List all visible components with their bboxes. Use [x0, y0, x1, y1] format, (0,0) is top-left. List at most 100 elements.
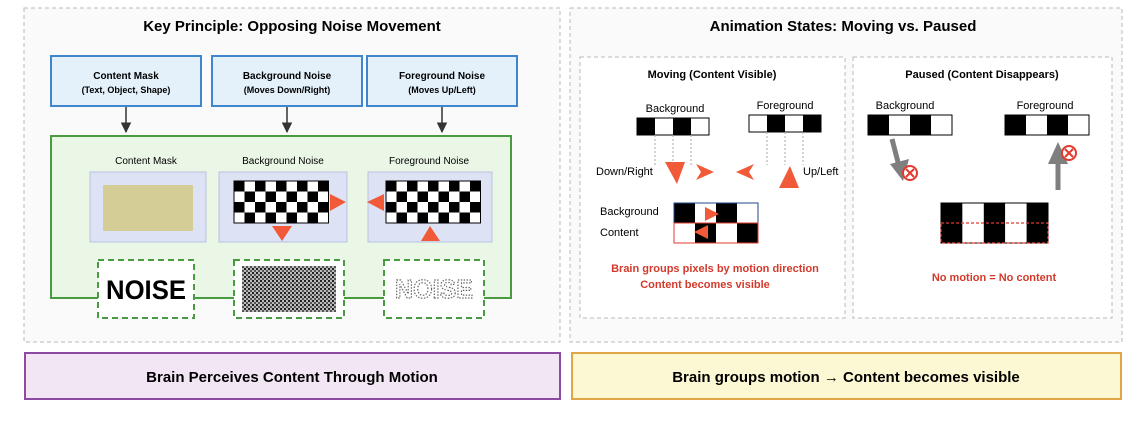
- checker-cell: [307, 202, 318, 213]
- strip-cell: [673, 118, 691, 135]
- checker-cell: [417, 181, 428, 192]
- moving-background-label: Background: [646, 103, 705, 115]
- row-background-label: Background: [600, 206, 659, 218]
- checker-cell: [386, 202, 397, 213]
- foreground-noise-box-subtitle: (Moves Up/Left): [408, 85, 476, 95]
- up-arrow-icon: [779, 166, 799, 188]
- paused-up-arrow-icon: [1048, 142, 1068, 164]
- checker-border: [233, 180, 329, 224]
- background-noise-box: [211, 55, 363, 107]
- checker-cell: [386, 181, 397, 192]
- checker-cell: [297, 181, 308, 192]
- content-mask-box: [50, 55, 202, 107]
- blocked-icon-fg: [1061, 145, 1077, 161]
- checker-cell: [470, 191, 481, 202]
- paused-bg-strip: [867, 114, 953, 136]
- checker-cell: [297, 202, 308, 213]
- checker-cell: [449, 191, 460, 202]
- strip-cell: [1026, 115, 1047, 135]
- left-panel: Key Principle: Opposing Noise Movement C…: [23, 7, 561, 343]
- checker-cell: [386, 212, 397, 223]
- checker-cell: [386, 191, 397, 202]
- checker-cell: [265, 212, 276, 223]
- inner-label-mask: Content Mask: [115, 156, 178, 167]
- paused-caption: No motion = No content: [932, 272, 1057, 284]
- checker-cell: [265, 181, 276, 192]
- up-left-label: Up/Left: [803, 166, 838, 178]
- inner-label-fg: Foreground Noise: [389, 156, 469, 167]
- fg-left-arrow-icon: [367, 194, 384, 211]
- strip-cell: [655, 118, 673, 135]
- checker-cell: [286, 181, 297, 192]
- checker-cell: [265, 202, 276, 213]
- row-content-label: Content: [600, 227, 639, 239]
- checker-cell: [396, 202, 407, 213]
- down-right-label: Down/Right: [596, 166, 653, 178]
- paused-subpanel: [852, 56, 1113, 319]
- paused-down-arrow-shaft: [889, 138, 902, 167]
- checker-cell: [449, 181, 460, 192]
- row-bg-strip: [673, 202, 759, 224]
- dotted-noise-text: NOISE: [395, 274, 473, 304]
- paused-background-label: Background: [876, 100, 935, 112]
- strip-cell: [749, 115, 767, 132]
- footer-left-text: Brain Perceives Content Through Motion: [146, 369, 438, 386]
- strip-cell: [983, 203, 1006, 243]
- checker-cell: [428, 191, 439, 202]
- strip-cell: [674, 223, 695, 243]
- moving-dotted-guides: [654, 132, 804, 165]
- inner-label-bg: Background Noise: [242, 156, 324, 167]
- strip-cell: [910, 115, 931, 135]
- blocked-icon-bg: [902, 165, 918, 181]
- paused-fg-strip: [1004, 114, 1090, 136]
- left-arrow-icon: [736, 164, 754, 180]
- row-content-arrow-icon: [694, 225, 708, 239]
- checker-cell: [286, 212, 297, 223]
- checker-cell: [470, 181, 481, 192]
- mask-shape: [103, 185, 193, 231]
- checker-cell: [407, 202, 418, 213]
- dotted-noise-box: [383, 259, 485, 319]
- strip-border: [1004, 114, 1090, 136]
- content-mask-box-subtitle: (Text, Object, Shape): [82, 85, 171, 95]
- checker-cell: [255, 181, 266, 192]
- strip-cell: [803, 115, 821, 132]
- checker-cell: [307, 212, 318, 223]
- checker-cell: [407, 212, 418, 223]
- checker-cell: [255, 212, 266, 223]
- checker-cell: [244, 181, 255, 192]
- static-noise-fill: [242, 266, 336, 312]
- checker-cell: [286, 191, 297, 202]
- strip-cell: [767, 115, 785, 132]
- checker-cell: [459, 202, 470, 213]
- checker-cell: [438, 212, 449, 223]
- right-panel-title: Animation States: Moving vs. Paused: [710, 18, 977, 35]
- bg-down-arrow-icon: [272, 226, 292, 241]
- paused-title: Paused (Content Disappears): [905, 69, 1059, 81]
- noise-word-box: [97, 259, 195, 319]
- checker-cell: [449, 202, 460, 213]
- strip-cell: [889, 115, 910, 135]
- background-noise-box-title: Background Noise: [243, 71, 332, 82]
- checker-cell: [407, 191, 418, 202]
- noise-word-text: NOISE: [106, 275, 186, 305]
- checker-cell: [428, 212, 439, 223]
- checker-cell: [318, 191, 329, 202]
- strip-cell: [1068, 115, 1089, 135]
- strip-cell: [691, 118, 709, 135]
- footer-right-text: Brain groups motion → Content becomes vi…: [672, 369, 1020, 386]
- checker-cell: [276, 202, 287, 213]
- checker-cell: [244, 191, 255, 202]
- checker-cell: [276, 181, 287, 192]
- checker-border: [385, 180, 481, 224]
- moving-caption-2: Content becomes visible: [640, 279, 770, 291]
- row-bg-arrow-icon: [705, 207, 719, 221]
- moving-foreground-label: Foreground: [757, 100, 814, 112]
- checker-cell: [255, 202, 266, 213]
- checker-cell: [255, 191, 266, 202]
- right-arrow-icon: [696, 164, 714, 180]
- checker-cell: [307, 191, 318, 202]
- checker-cell: [318, 212, 329, 223]
- strip-cell: [931, 115, 952, 135]
